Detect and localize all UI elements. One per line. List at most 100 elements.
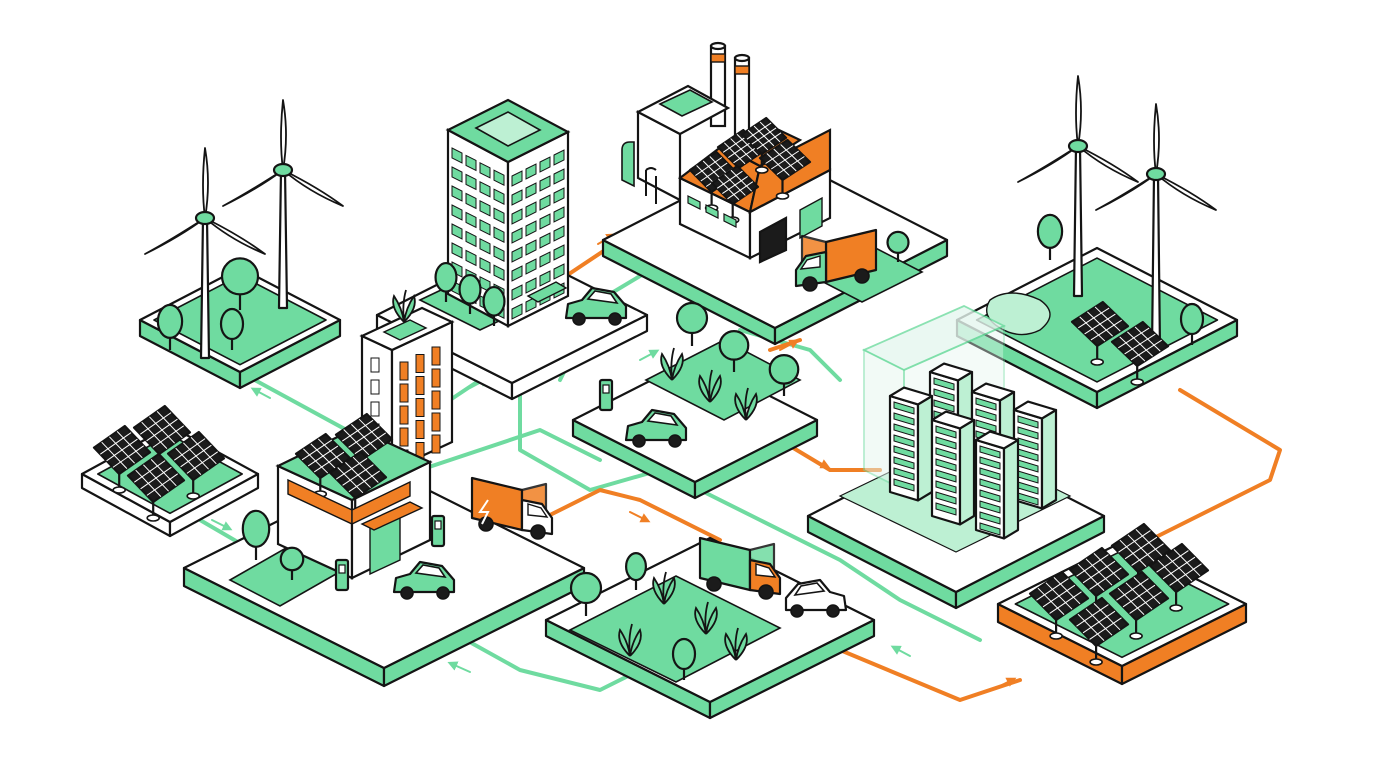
flow-arrow bbox=[629, 511, 651, 523]
window bbox=[479, 218, 491, 236]
server-unit bbox=[979, 478, 1001, 492]
facade-band bbox=[351, 480, 411, 526]
turbine-blade bbox=[1153, 103, 1160, 175]
delivery-truck bbox=[698, 536, 782, 600]
plant bbox=[652, 571, 676, 605]
island-data-center bbox=[806, 305, 1106, 610]
turbine-hub bbox=[272, 162, 294, 178]
cab-window bbox=[799, 255, 821, 270]
window bbox=[465, 154, 477, 172]
window bbox=[539, 156, 551, 173]
wheel bbox=[790, 604, 804, 618]
window bbox=[539, 270, 551, 287]
tree bbox=[1036, 213, 1064, 260]
wheel bbox=[572, 312, 586, 326]
solar-panel bbox=[126, 452, 186, 522]
window bbox=[479, 237, 491, 255]
turbine-hub bbox=[1145, 166, 1167, 182]
solar-panel bbox=[1148, 542, 1210, 612]
server-rack bbox=[1012, 400, 1058, 510]
island-wind-farm-right bbox=[955, 75, 1239, 410]
server-unit bbox=[979, 467, 1001, 481]
car bbox=[392, 560, 456, 600]
roof-garden bbox=[382, 319, 428, 341]
wheel bbox=[632, 434, 646, 448]
window bbox=[479, 256, 491, 274]
wheel bbox=[478, 516, 494, 532]
window bbox=[479, 161, 491, 179]
window bbox=[431, 434, 441, 454]
cab-window bbox=[527, 503, 549, 518]
car bbox=[564, 286, 628, 326]
garage-door bbox=[799, 196, 823, 240]
loading-door bbox=[758, 216, 788, 264]
tree bbox=[219, 307, 245, 350]
server-unit bbox=[935, 458, 957, 472]
islands-layer bbox=[80, 41, 1248, 720]
turbine-blade bbox=[144, 217, 206, 255]
tree bbox=[156, 303, 184, 350]
solar-panel bbox=[334, 412, 394, 480]
turbine-blade bbox=[222, 169, 284, 207]
window bbox=[399, 427, 409, 447]
tree bbox=[241, 509, 271, 560]
island-solar-factory bbox=[601, 41, 949, 346]
wheel bbox=[706, 576, 722, 592]
car-window bbox=[646, 412, 679, 427]
tree bbox=[220, 257, 260, 310]
tree bbox=[482, 285, 506, 326]
server-unit bbox=[893, 467, 915, 481]
solar-panel bbox=[1068, 596, 1130, 666]
server-unit bbox=[893, 434, 915, 448]
server-unit bbox=[893, 478, 915, 492]
tree bbox=[458, 273, 482, 314]
flow-arrow bbox=[995, 677, 1017, 689]
window bbox=[493, 245, 505, 263]
flow-arrow bbox=[447, 661, 471, 673]
window bbox=[511, 303, 523, 320]
smokestack bbox=[733, 53, 751, 140]
window bbox=[687, 195, 701, 210]
tree bbox=[569, 571, 603, 616]
wind-turbine bbox=[144, 147, 266, 360]
server-unit bbox=[979, 511, 1001, 525]
window bbox=[451, 185, 463, 202]
charger-screen bbox=[602, 384, 610, 394]
tree bbox=[886, 230, 910, 262]
window bbox=[525, 201, 537, 218]
window bbox=[511, 246, 523, 263]
server-unit bbox=[893, 412, 915, 426]
server-unit bbox=[893, 445, 915, 459]
wheel bbox=[668, 434, 682, 448]
tree bbox=[624, 551, 647, 590]
solar-panel bbox=[132, 404, 192, 474]
window bbox=[511, 265, 523, 282]
island-ev-charging-hub bbox=[182, 289, 586, 688]
charging-building bbox=[275, 412, 433, 580]
window bbox=[553, 149, 565, 166]
window bbox=[431, 390, 441, 410]
solar-panel bbox=[1028, 570, 1090, 640]
server-unit bbox=[893, 456, 915, 470]
wind-turbine bbox=[222, 99, 344, 310]
window bbox=[511, 227, 523, 244]
tree bbox=[434, 261, 458, 302]
window bbox=[493, 169, 505, 187]
window bbox=[511, 189, 523, 206]
window bbox=[511, 284, 523, 301]
server-unit bbox=[935, 447, 957, 461]
window bbox=[539, 251, 551, 268]
turbine-blade bbox=[1155, 173, 1217, 211]
window bbox=[553, 187, 565, 204]
tree bbox=[279, 546, 305, 580]
tree bbox=[1179, 302, 1205, 345]
server-unit bbox=[935, 436, 957, 450]
window bbox=[451, 147, 463, 164]
car bbox=[624, 408, 688, 448]
energy-flow-orange bbox=[1148, 388, 1282, 542]
plant bbox=[698, 369, 722, 403]
server-unit bbox=[935, 469, 957, 483]
window bbox=[539, 232, 551, 249]
flow-arrow bbox=[779, 339, 800, 351]
flow-arrow bbox=[890, 645, 911, 657]
